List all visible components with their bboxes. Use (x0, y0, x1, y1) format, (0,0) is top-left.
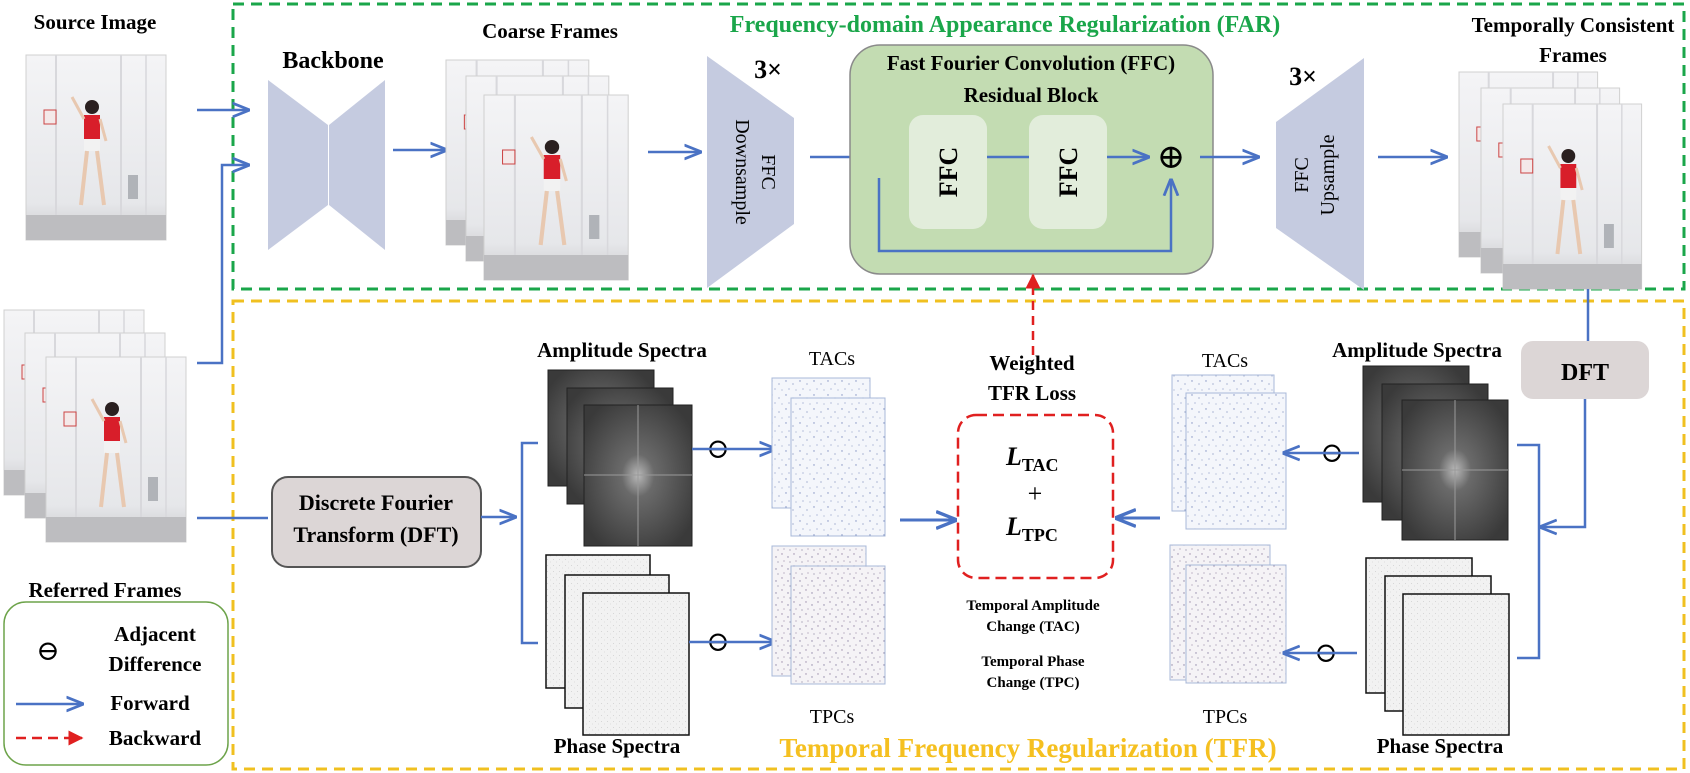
tacs-right-label: TACs (1202, 350, 1248, 372)
referred-frames-label: Referred Frames (29, 578, 182, 602)
loss-tpc-term: LTPC (1005, 512, 1058, 545)
output-label-1: Temporally Consistent (1472, 13, 1675, 37)
loss-plus: + (1028, 479, 1043, 508)
loss-tpc-symbol: L (1005, 512, 1022, 541)
coarse-frames-label: Coarse Frames (482, 19, 618, 43)
tpc-def-1: Temporal Phase (981, 654, 1085, 670)
referred-to-backbone-arrow (197, 165, 248, 365)
referred-frames-stack (2, 308, 188, 544)
upsample-label-2: Upsample (1317, 134, 1339, 215)
output-frames-stack (1457, 70, 1644, 291)
loss-tac-term: LTAC (1005, 442, 1059, 475)
tfr-region-border (231, 299, 1686, 771)
tacs-left-stack (771, 377, 886, 537)
dft-label-1: Discrete Fourier (299, 490, 453, 515)
dft-right-bracket (1517, 443, 1541, 660)
legend-box (3, 601, 229, 766)
loss-tpc-subscript: TPC (1022, 525, 1058, 545)
amp-right-stack (1362, 365, 1509, 541)
loss-title-2: TFR Loss (988, 381, 1076, 405)
tacs-left-label: TACs (809, 348, 855, 370)
tpcs-left-label: TPCs (810, 706, 855, 728)
downsample-label-1: FFC (757, 154, 779, 190)
dft-short-label: DFT (1561, 360, 1609, 386)
tpcs-right-label: TPCs (1203, 706, 1248, 728)
legend-backward-label: Backward (109, 726, 201, 750)
tpcs-left-stack (771, 545, 886, 685)
backbone-label: Backbone (282, 48, 384, 74)
downsample-repeat: 3× (754, 55, 782, 84)
residual-skip-arrow (877, 178, 1171, 253)
dft-short-box (1521, 341, 1649, 399)
tfr-title: Temporal Frequency Regularization (TFR) (779, 733, 1276, 763)
ffc-downsample (707, 56, 794, 288)
block-title-1: Fast Fourier Convolution (FFC) (887, 51, 1175, 75)
ffc-unit-2 (1029, 115, 1107, 229)
dft-right-out (1541, 399, 1587, 527)
tpc-def-2: Change (TPC) (987, 675, 1080, 691)
loss-tac-symbol: L (1005, 442, 1022, 471)
legend-diff-label-2: Difference (109, 652, 202, 676)
phase-left-stack (545, 554, 690, 736)
ffc-unit-1-label: FFC (934, 147, 963, 198)
tac-def-2: Change (TAC) (986, 619, 1079, 635)
phase-right-label: Phase Spectra (1377, 734, 1504, 758)
far-region-border (231, 2, 1686, 291)
legend-diff-label-1: Adjacent (114, 622, 196, 646)
dft-label-2: Transform (DFT) (293, 522, 458, 547)
output-label-2: Frames (1539, 43, 1607, 67)
backbone-encoder (268, 80, 328, 250)
far-title: Frequency-domain Appearance Regularizati… (730, 12, 1280, 38)
downsample-label-2: Downsample (731, 119, 753, 225)
tpcs-right-stack (1169, 544, 1287, 684)
sum-symbol: ⊕ (1157, 139, 1186, 176)
dft-box (271, 476, 482, 568)
backbone-decoder (329, 80, 385, 250)
ffc-unit-1 (909, 115, 987, 229)
block-title-2: Residual Block (964, 83, 1099, 107)
amp-right-label: Amplitude Spectra (1332, 338, 1502, 362)
legend-forward-label: Forward (110, 691, 190, 715)
ffc-upsample (1276, 58, 1364, 290)
legend-diff-symbol: ⊖ (36, 636, 59, 667)
upsample-label-1: FFC (1291, 157, 1313, 193)
tac-def-1: Temporal Amplitude (966, 598, 1100, 614)
dft-split-bracket (520, 441, 538, 645)
phase-left-label: Phase Spectra (554, 734, 681, 758)
source-image-label: Source Image (34, 10, 157, 34)
amp-left-label: Amplitude Spectra (537, 338, 707, 362)
phase-right-stack (1365, 557, 1510, 736)
coarse-frames-stack (446, 60, 628, 280)
loss-tac-subscript: TAC (1022, 455, 1059, 475)
tacs-right-stack (1171, 374, 1287, 530)
loss-box (956, 413, 1115, 580)
source-image (24, 53, 168, 242)
ffc-unit-2-label: FFC (1054, 147, 1083, 198)
upsample-repeat: 3× (1289, 62, 1317, 91)
amp-left-stack (547, 369, 693, 547)
